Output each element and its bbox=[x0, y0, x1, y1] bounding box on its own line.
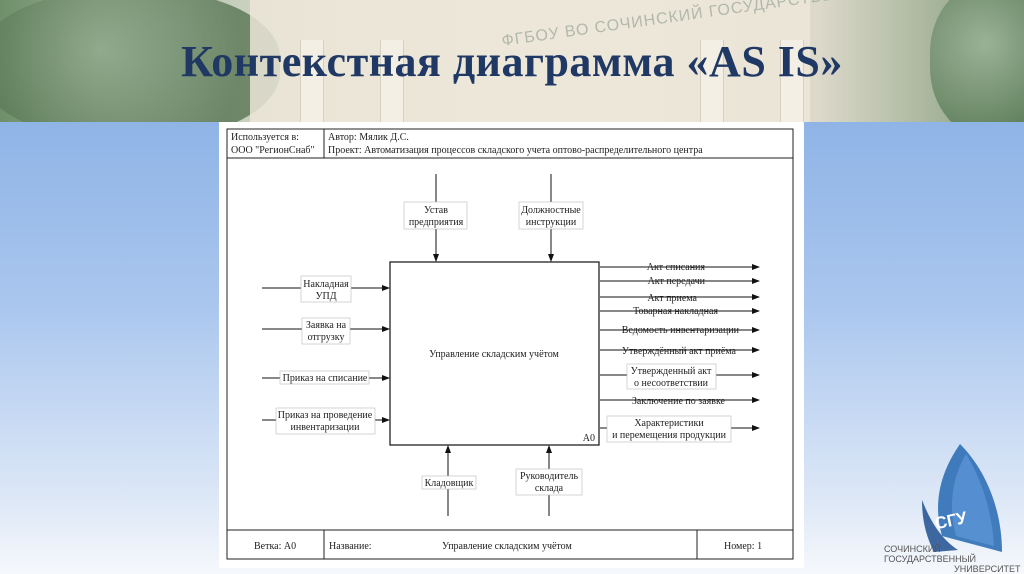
diagram-frame bbox=[226, 128, 794, 560]
output-label-akt-nesootv-line1: Утвержденный акт bbox=[631, 366, 712, 377]
output-label: Товарная накладная bbox=[633, 306, 718, 317]
input-label-zayavka-line2: отгрузку bbox=[308, 332, 345, 343]
output-label: Заключение по заявке bbox=[632, 396, 726, 407]
pillar-decoration bbox=[700, 40, 724, 122]
logo-line1: СОЧИНСКИЙ bbox=[884, 543, 941, 554]
output-label-harakt-line2: и перемещения продукции bbox=[612, 430, 727, 441]
header-photo-background: ФГБОУ ВО СОЧИНСКИЙ ГОСУДАРСТВЕННЫЙ bbox=[0, 0, 1024, 122]
pillar-decoration bbox=[300, 40, 324, 122]
footer-node: Ветка: A0 bbox=[254, 541, 296, 552]
input-label-inventar-line1: Приказ на проведение bbox=[278, 410, 373, 421]
idef0-diagram: Используется в: ООО "РегионСнаб" Автор: … bbox=[219, 122, 804, 568]
input-label-nakladnaya-line2: УПД bbox=[315, 291, 336, 302]
function-box bbox=[389, 261, 600, 446]
output-label: Утверждённый акт приёма bbox=[622, 346, 737, 357]
footer-number: Номер: 1 bbox=[724, 541, 762, 552]
input-label-zayavka-line1: Заявка на bbox=[306, 320, 347, 331]
header-project: Проект: Автоматизация процессов складско… bbox=[328, 145, 703, 156]
university-logo: СГУ СОЧИНСКИЙ ГОСУДАРСТВЕННЫЙ УНИВЕРСИТЕ… bbox=[884, 444, 1021, 574]
output-label-akt-nesootv-line2: о несоответствии bbox=[634, 378, 709, 389]
pillar-decoration bbox=[380, 40, 404, 122]
output-label: Акт передачи bbox=[648, 276, 706, 287]
output-label: Ведомость инвентаризации bbox=[622, 325, 740, 336]
output-label-harakt-line1: Характеристики bbox=[634, 418, 704, 429]
control-label-ustav-line1: Устав bbox=[424, 205, 448, 216]
logo-line2: ГОСУДАРСТВЕННЫЙ bbox=[884, 553, 976, 564]
slide-title: Контекстная диаграмма «AS IS» bbox=[181, 37, 843, 86]
function-box-code: A0 bbox=[583, 433, 595, 444]
pillar-decoration bbox=[780, 40, 804, 122]
output-label: Акт списания bbox=[647, 262, 706, 273]
tree-right-decoration bbox=[930, 0, 1024, 122]
header-author: Автор: Мялик Д.С. bbox=[328, 132, 409, 143]
footer-name-label: Название: bbox=[329, 541, 372, 552]
tree-left-decoration bbox=[0, 0, 280, 122]
mechanism-label: Кладовщик bbox=[425, 478, 474, 489]
input-label-nakladnaya-line1: Накладная bbox=[303, 279, 349, 290]
function-box-title: Управление складским учётом bbox=[429, 349, 559, 360]
control-label-instr-line2: инструкции bbox=[526, 217, 577, 228]
control-label-instr-line1: Должностные bbox=[521, 205, 581, 216]
header-used-in-value: ООО "РегионСнаб" bbox=[231, 145, 315, 156]
control-label-ustav-line2: предприятия bbox=[409, 217, 464, 228]
input-label-inventar-line2: инвентаризации bbox=[291, 422, 361, 433]
input-label-prikaz-spisanie: Приказ на списание bbox=[283, 373, 368, 384]
header-used-in-label: Используется в: bbox=[231, 132, 299, 143]
logo-line3: УНИВЕРСИТЕТ bbox=[954, 564, 1021, 574]
mechanism-label-ruk-line1: Руководитель bbox=[520, 471, 579, 482]
output-label: Акт приема bbox=[647, 293, 697, 304]
footer-name-value: Управление складским учётом bbox=[442, 541, 572, 552]
mechanism-label-ruk-line2: склада bbox=[535, 483, 564, 494]
